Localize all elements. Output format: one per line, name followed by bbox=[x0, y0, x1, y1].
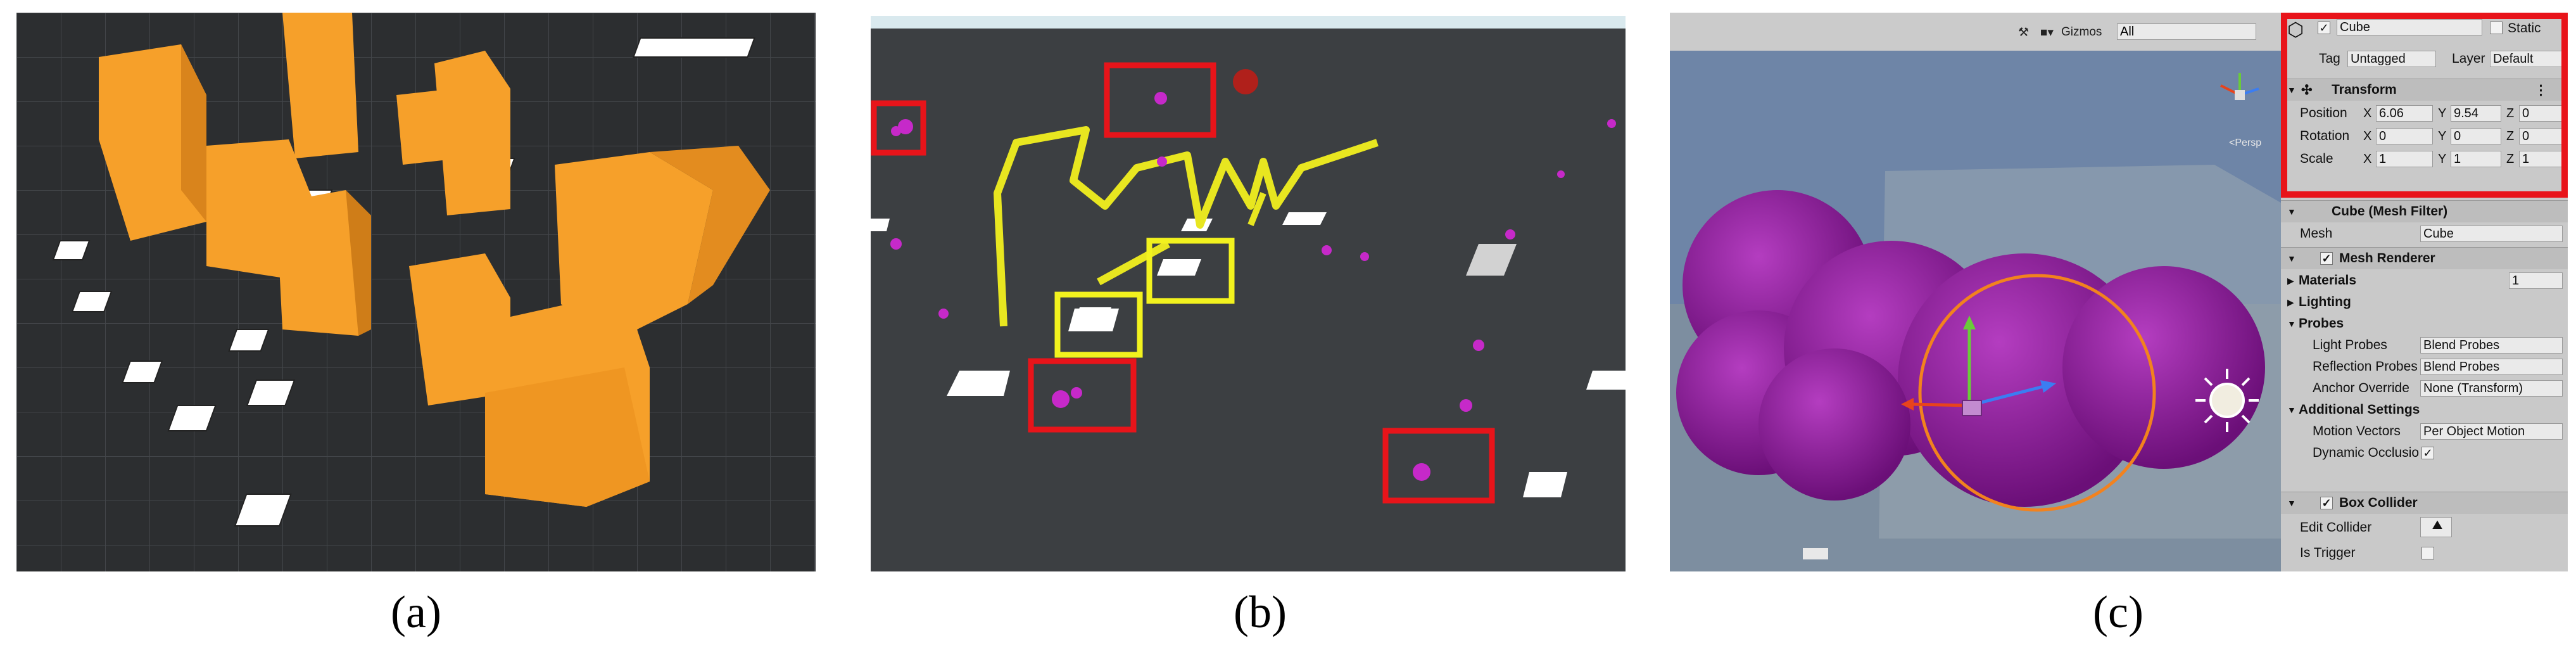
motion-vectors-dropdown[interactable]: Per Object Motion bbox=[2420, 423, 2563, 440]
is-trigger-checkbox[interactable] bbox=[2421, 547, 2434, 559]
move-gizmo[interactable] bbox=[1901, 316, 2056, 416]
caption-b: (b) bbox=[1234, 587, 1287, 637]
box-collider-title: Box Collider bbox=[2339, 495, 2418, 510]
orange-blocks bbox=[99, 13, 770, 507]
yellow-path bbox=[994, 126, 1379, 327]
box-collider-enabled-checkbox[interactable]: ✓ bbox=[2320, 497, 2333, 509]
gizmos-button[interactable]: Gizmos bbox=[2061, 25, 2102, 39]
purple-sphere-cluster bbox=[1676, 190, 2265, 507]
scene-toolbar: ⚒ ■▾ Gizmos All bbox=[1670, 13, 2281, 51]
scale-z-field[interactable]: 1 bbox=[2519, 151, 2563, 167]
mesh-renderer-foldout-icon[interactable]: ▼ bbox=[2287, 253, 2296, 264]
grey-cube bbox=[1466, 244, 1517, 276]
rotation-label: Rotation bbox=[2300, 129, 2350, 143]
tag-label: Tag bbox=[2319, 51, 2340, 66]
scene-view-a bbox=[16, 13, 816, 571]
scale-y-field[interactable]: 1 bbox=[2451, 151, 2501, 167]
purple-spheres bbox=[890, 92, 1616, 481]
camera-settings-icon[interactable]: ■▾ bbox=[2040, 26, 2054, 39]
voxel-scene bbox=[16, 13, 816, 571]
tile-markers-highlighted bbox=[1068, 259, 1201, 331]
is-trigger-label: Is Trigger bbox=[2300, 545, 2356, 560]
rotation-x-field[interactable]: 0 bbox=[2376, 128, 2433, 144]
static-checkbox[interactable] bbox=[2490, 22, 2503, 34]
transform-axes-icon: ✣ bbox=[2301, 82, 2313, 98]
mesh-renderer-title: Mesh Renderer bbox=[2339, 251, 2435, 265]
persp-label[interactable]: <Persp bbox=[2229, 137, 2261, 148]
probes-label[interactable]: Probes bbox=[2299, 316, 2344, 331]
edit-collider-label: Edit Collider bbox=[2300, 520, 2372, 535]
sun-icon[interactable] bbox=[2195, 369, 2259, 432]
tools-icon[interactable]: ⚒ bbox=[2018, 26, 2030, 39]
tag-dropdown[interactable]: Untagged bbox=[2347, 51, 2436, 67]
highlight-red-box-c bbox=[2281, 13, 2568, 198]
red-sphere bbox=[1233, 69, 1258, 94]
inspector-panel: ⬡ ✓ Cube Static Tag Untagged Layer Defau… bbox=[2281, 13, 2568, 571]
layer-dropdown[interactable]: Default bbox=[2490, 51, 2563, 67]
dynamic-occlusion-label: Dynamic Occlusio bbox=[2313, 445, 2420, 460]
reflection-probes-dropdown[interactable]: Blend Probes bbox=[2420, 359, 2563, 375]
highlight-red-boxes-b bbox=[871, 62, 1495, 504]
highlight-yellow-boxes-b bbox=[1054, 238, 1235, 358]
light-probes-dropdown[interactable]: Blend Probes bbox=[2420, 337, 2563, 354]
mesh-label: Mesh bbox=[2300, 226, 2333, 241]
lighting-foldout-icon[interactable]: ▶ bbox=[2287, 297, 2294, 307]
gameobject-icon: ⬡ bbox=[2287, 20, 2304, 41]
anchor-override-field[interactable]: None (Transform) bbox=[2420, 380, 2563, 397]
position-z-field[interactable]: 0 bbox=[2519, 105, 2563, 122]
unity-scene-view: <Persp bbox=[1670, 13, 2281, 571]
static-label: Static bbox=[2508, 21, 2541, 35]
active-checkbox[interactable]: ✓ bbox=[2318, 22, 2330, 34]
orientation-gizmo[interactable] bbox=[2220, 73, 2259, 100]
lighting-label[interactable]: Lighting bbox=[2299, 295, 2351, 309]
motion-vectors-label: Motion Vectors bbox=[2313, 424, 2401, 438]
object-name-field[interactable]: Cube bbox=[2337, 19, 2482, 35]
anchor-override-label: Anchor Override bbox=[2313, 381, 2409, 395]
additional-settings-label[interactable]: Additional Settings bbox=[2299, 402, 2420, 417]
reflection-probes-label: Reflection Probes bbox=[2313, 359, 2418, 374]
unity-editor: <Persp ⚒ ■▾ Gizmos All ⬡ ✓ Cube Static T… bbox=[1670, 13, 2568, 571]
additional-settings-foldout-icon[interactable]: ▼ bbox=[2287, 405, 2296, 415]
mesh-filter-foldout-icon[interactable]: ▼ bbox=[2287, 207, 2296, 217]
edit-collider-button[interactable]: ⛰ bbox=[2420, 517, 2452, 537]
mesh-filter-title: Cube (Mesh Filter) bbox=[2332, 204, 2448, 219]
probes-foldout-icon[interactable]: ▼ bbox=[2287, 319, 2296, 329]
mesh-renderer-enabled-checkbox[interactable]: ✓ bbox=[2320, 252, 2333, 265]
materials-size-field[interactable]: 1 bbox=[2509, 272, 2563, 289]
mesh-field[interactable]: Cube bbox=[2420, 226, 2563, 242]
transform-foldout-icon[interactable]: ▼ bbox=[2287, 85, 2296, 95]
transform-title: Transform bbox=[2332, 82, 2397, 97]
rotation-z-field[interactable]: 0 bbox=[2519, 128, 2563, 144]
position-y-field[interactable]: 9.54 bbox=[2451, 105, 2501, 122]
dynamic-occlusion-checkbox[interactable]: ✓ bbox=[2421, 447, 2434, 459]
materials-label[interactable]: Materials bbox=[2299, 273, 2357, 288]
path-scene bbox=[871, 16, 1626, 571]
light-probes-label: Light Probes bbox=[2313, 338, 2387, 352]
caption-c: (c) bbox=[2093, 587, 2144, 637]
transform-menu-icon[interactable]: ⋮ bbox=[2534, 82, 2548, 98]
materials-foldout-icon[interactable]: ▶ bbox=[2287, 275, 2294, 286]
rotation-y-field[interactable]: 0 bbox=[2451, 128, 2501, 144]
scale-label: Scale bbox=[2300, 151, 2333, 166]
scene-search-input[interactable]: All bbox=[2117, 23, 2256, 40]
caption-a: (a) bbox=[391, 587, 441, 637]
camera-icon bbox=[1803, 548, 1828, 559]
position-label: Position bbox=[2300, 106, 2347, 120]
box-collider-foldout-icon[interactable]: ▼ bbox=[2287, 498, 2296, 508]
layer-label: Layer bbox=[2452, 51, 2485, 66]
position-x-field[interactable]: 6.06 bbox=[2376, 105, 2433, 122]
scale-x-field[interactable]: 1 bbox=[2376, 151, 2433, 167]
selection-ring bbox=[1918, 274, 2156, 512]
scene-view-b bbox=[871, 16, 1626, 571]
